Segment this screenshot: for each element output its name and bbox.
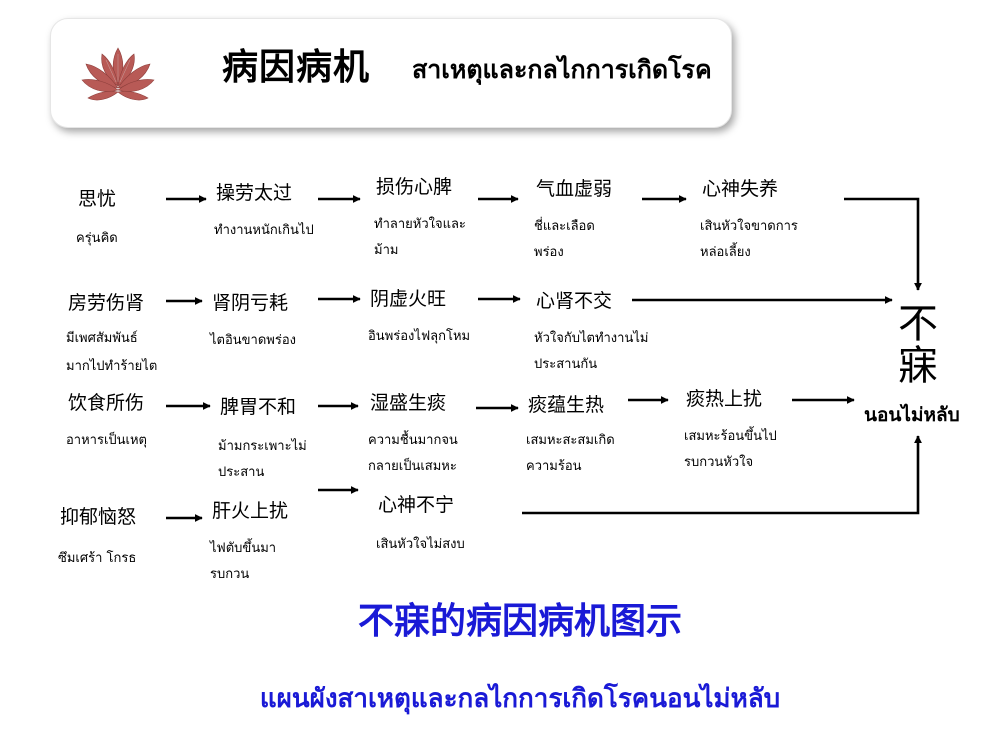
node-yinxu: 阴虚火旺 <box>370 288 447 310</box>
note-xinshen-buning: เสินหัวใจไม่สงบ <box>376 537 465 552</box>
note-fanglao-2: มากไปทำร้ายไต <box>66 359 158 374</box>
note-sunshang-2: ม้าม <box>374 243 399 258</box>
result-char-bu: 不 <box>898 301 938 347</box>
node-caolao: 操劳太过 <box>216 182 293 204</box>
note-yinshi: อาหารเป็นเหตุ <box>66 433 147 448</box>
node-shenyin: 肾阴亏耗 <box>212 292 289 314</box>
note-sunshang-1: ทำลายหัวใจและ <box>374 217 466 232</box>
note-siyou: ครุ่นคิด <box>76 231 118 246</box>
node-sunshang: 损伤心脾 <box>376 176 453 198</box>
node-tanyun: 痰蕴生热 <box>528 394 605 416</box>
note-shisheng-1: ความชื้นมากจน <box>368 433 458 448</box>
node-xinshen-shiyang: 心神失养 <box>702 178 779 200</box>
note-xinshen-shiyang-2: หล่อเลี้ยง <box>700 245 751 260</box>
node-yiyu: 抑郁恼怒 <box>60 506 137 528</box>
node-fanglao: 房劳伤肾 <box>68 292 145 314</box>
node-xinshen-bujiao: 心肾不交 <box>536 290 613 312</box>
note-yiyu: ซึมเศร้า โกรธ <box>58 551 137 566</box>
page-subtitle: สาเหตุและกลไกการเกิดโรค <box>412 55 712 84</box>
note-xinshen-bujiao-1: หัวใจกับไตทำงานไม่ <box>534 331 649 346</box>
node-tanre: 痰热上扰 <box>686 388 763 410</box>
note-ganhuo-1: ไฟตับขึ้นมา <box>210 541 277 556</box>
note-tanyun-2: ความร้อน <box>526 459 582 474</box>
result-th: นอนไม่หลับ <box>864 404 960 426</box>
lotus-icon <box>81 47 155 101</box>
node-xinshen-buning: 心神不宁 <box>378 494 455 516</box>
note-qixue-1: ชี่และเลือด <box>534 219 595 234</box>
note-shenyin: ไตอินขาดพร่อง <box>210 333 297 348</box>
note-tanre-2: รบกวนหัวใจ <box>684 455 754 470</box>
note-piwei-2: ประสาน <box>218 465 265 480</box>
result-char-mei: 寐 <box>898 343 938 389</box>
note-fanglao-1: มีเพศสัมพันธ์ <box>66 331 138 346</box>
node-shisheng: 湿盛生痰 <box>370 392 447 414</box>
note-tanre-1: เสมหะร้อนขึ้นไป <box>684 429 777 444</box>
note-qixue-2: พร่อง <box>534 245 564 260</box>
node-piwei: 脾胃不和 <box>220 396 297 418</box>
note-xinshen-shiyang-1: เสินหัวใจขาดการ <box>700 219 798 234</box>
note-yinxu: อินพร่องไฟลุกโหม <box>368 329 471 344</box>
node-siyou: 思忧 <box>78 188 117 210</box>
note-ganhuo-2: รบกวน <box>210 567 250 582</box>
node-yinshi: 饮食所伤 <box>68 392 145 414</box>
footer-title-th: แผนผังสาเหตุและกลไกการเกิดโรคนอนไม่หลับ <box>259 684 781 714</box>
node-ganhuo: 肝火上扰 <box>212 500 289 522</box>
page-title: 病因病机 <box>222 47 371 88</box>
note-xinshen-bujiao-2: ประสานกัน <box>534 357 598 372</box>
note-caolao: ทำงานหนักเกินไป <box>214 223 314 238</box>
title-panel <box>50 18 732 128</box>
node-qixue: 气血虚弱 <box>536 178 613 200</box>
note-tanyun-1: เสมหะสะสมเกิด <box>526 433 615 448</box>
note-piwei-1: ม้ามกระเพาะไม่ <box>218 439 307 454</box>
connector-r1-end <box>844 197 922 291</box>
footer-title-cn: 不寐的病因病机图示 <box>357 601 682 642</box>
note-shisheng-2: กลายเป็นเสมหะ <box>368 459 457 474</box>
